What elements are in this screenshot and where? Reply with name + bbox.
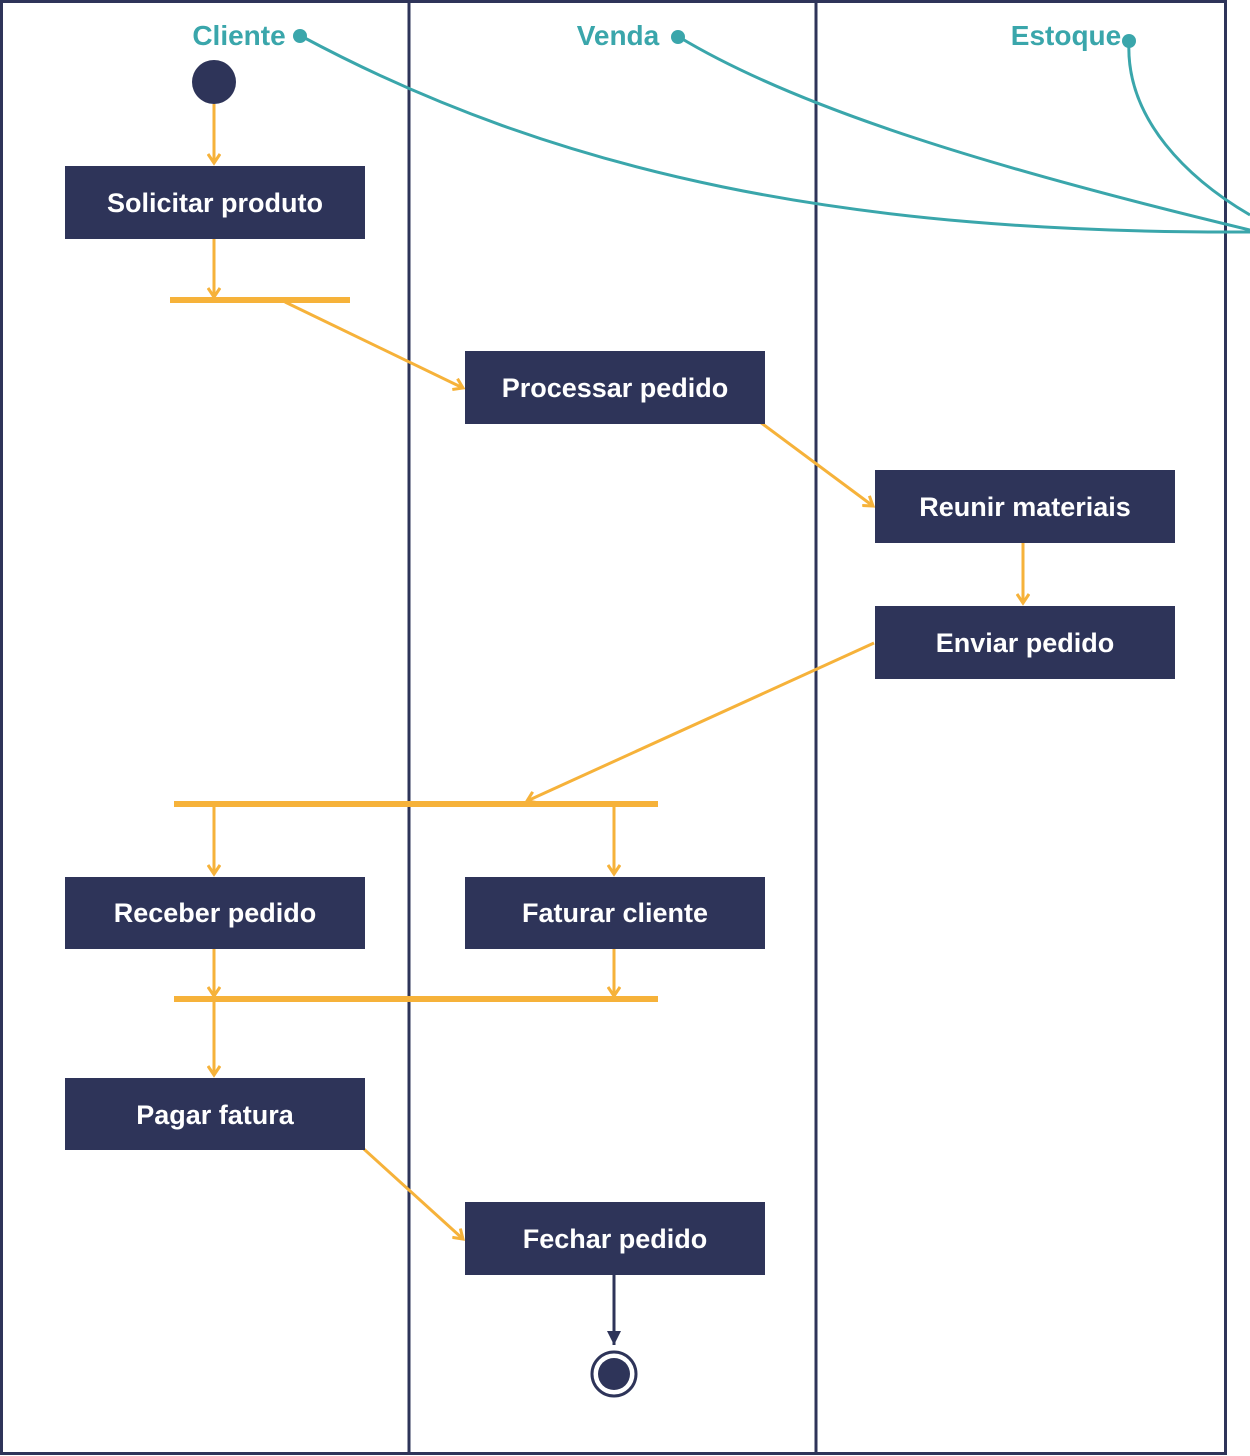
lane-label-estoque: Estoque — [1011, 20, 1121, 51]
activity-label: Fechar pedido — [523, 1224, 708, 1254]
activity-reunir-materiais[interactable]: Reunir materiais — [875, 470, 1175, 543]
flow-fork-to-processar — [284, 300, 463, 388]
callout-curve-cliente — [300, 34, 1250, 234]
final-node — [590, 1350, 638, 1398]
callout-curve-estoque — [1127, 40, 1250, 217]
lane-label-callouts — [300, 34, 1250, 234]
lane-label-venda: Venda — [577, 20, 660, 51]
flow-arrows — [214, 104, 1023, 1239]
flow-pagar-to-fechar — [353, 1139, 463, 1239]
activity-label: Enviar pedido — [936, 628, 1115, 658]
callout-curve-venda — [678, 35, 1250, 232]
activity-fechar-pedido[interactable]: Fechar pedido — [465, 1202, 765, 1275]
callout-dot-venda — [671, 30, 685, 44]
activity-label: Reunir materiais — [919, 492, 1131, 522]
activity-label: Solicitar produto — [107, 188, 323, 218]
callout-dot-estoque — [1122, 34, 1136, 48]
activity-receber-pedido[interactable]: Receber pedido — [65, 877, 365, 949]
activity-label: Pagar fatura — [136, 1100, 295, 1130]
activity-enviar-pedido[interactable]: Enviar pedido — [875, 606, 1175, 679]
activity-faturar-cliente[interactable]: Faturar cliente — [465, 877, 765, 949]
activity-label: Processar pedido — [502, 373, 729, 403]
activity-solicitar-produto[interactable]: Solicitar produto — [65, 166, 365, 239]
activity-label: Faturar cliente — [522, 898, 708, 928]
flow-enviar-to-fork — [527, 641, 875, 801]
activity-label: Receber pedido — [114, 898, 317, 928]
activity-pagar-fatura[interactable]: Pagar fatura — [65, 1078, 365, 1150]
activity-processar-pedido[interactable]: Processar pedido — [465, 351, 765, 424]
lane-label-cliente: Cliente — [192, 20, 285, 51]
initial-node — [192, 60, 236, 104]
flow-processar-to-reunir — [759, 420, 873, 506]
callout-dot-cliente — [293, 29, 307, 43]
